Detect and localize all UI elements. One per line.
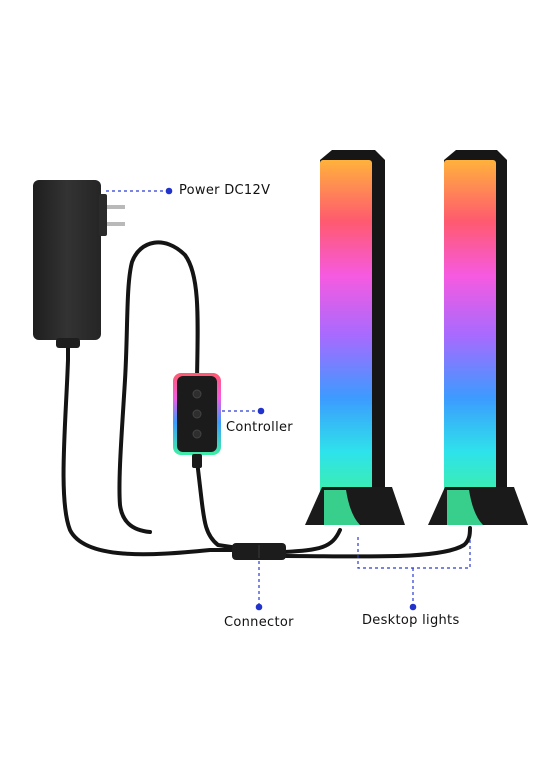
callout-dot-power [165, 187, 173, 195]
inline-connector [232, 543, 286, 560]
controller-button-top [192, 389, 202, 399]
light-cable-right [282, 526, 472, 559]
label-power: Power DC12V [179, 183, 271, 198]
power-adapter [33, 180, 125, 348]
controller-button-middle [192, 409, 202, 419]
controller-lower-cable [194, 450, 240, 550]
label-connector: Connector [224, 615, 294, 630]
callout-dots [165, 187, 417, 611]
desktop-light-left [305, 150, 405, 525]
callout-line-desktop [357, 537, 471, 604]
controller-button-bottom [192, 429, 202, 439]
adapter-cable [61, 343, 240, 557]
light-cable-left [282, 528, 342, 554]
controller-upper-cable [117, 240, 200, 534]
callout-lines [106, 190, 471, 604]
callout-dot-connector [255, 603, 263, 611]
callout-dot-controller [257, 407, 265, 415]
desktop-light-right [428, 150, 528, 525]
cables [61, 240, 472, 559]
callout-dot-desktop [409, 603, 417, 611]
label-desktop-lights: Desktop lights [362, 613, 460, 628]
label-controller: Controller [226, 420, 293, 435]
controller-device [173, 373, 221, 468]
